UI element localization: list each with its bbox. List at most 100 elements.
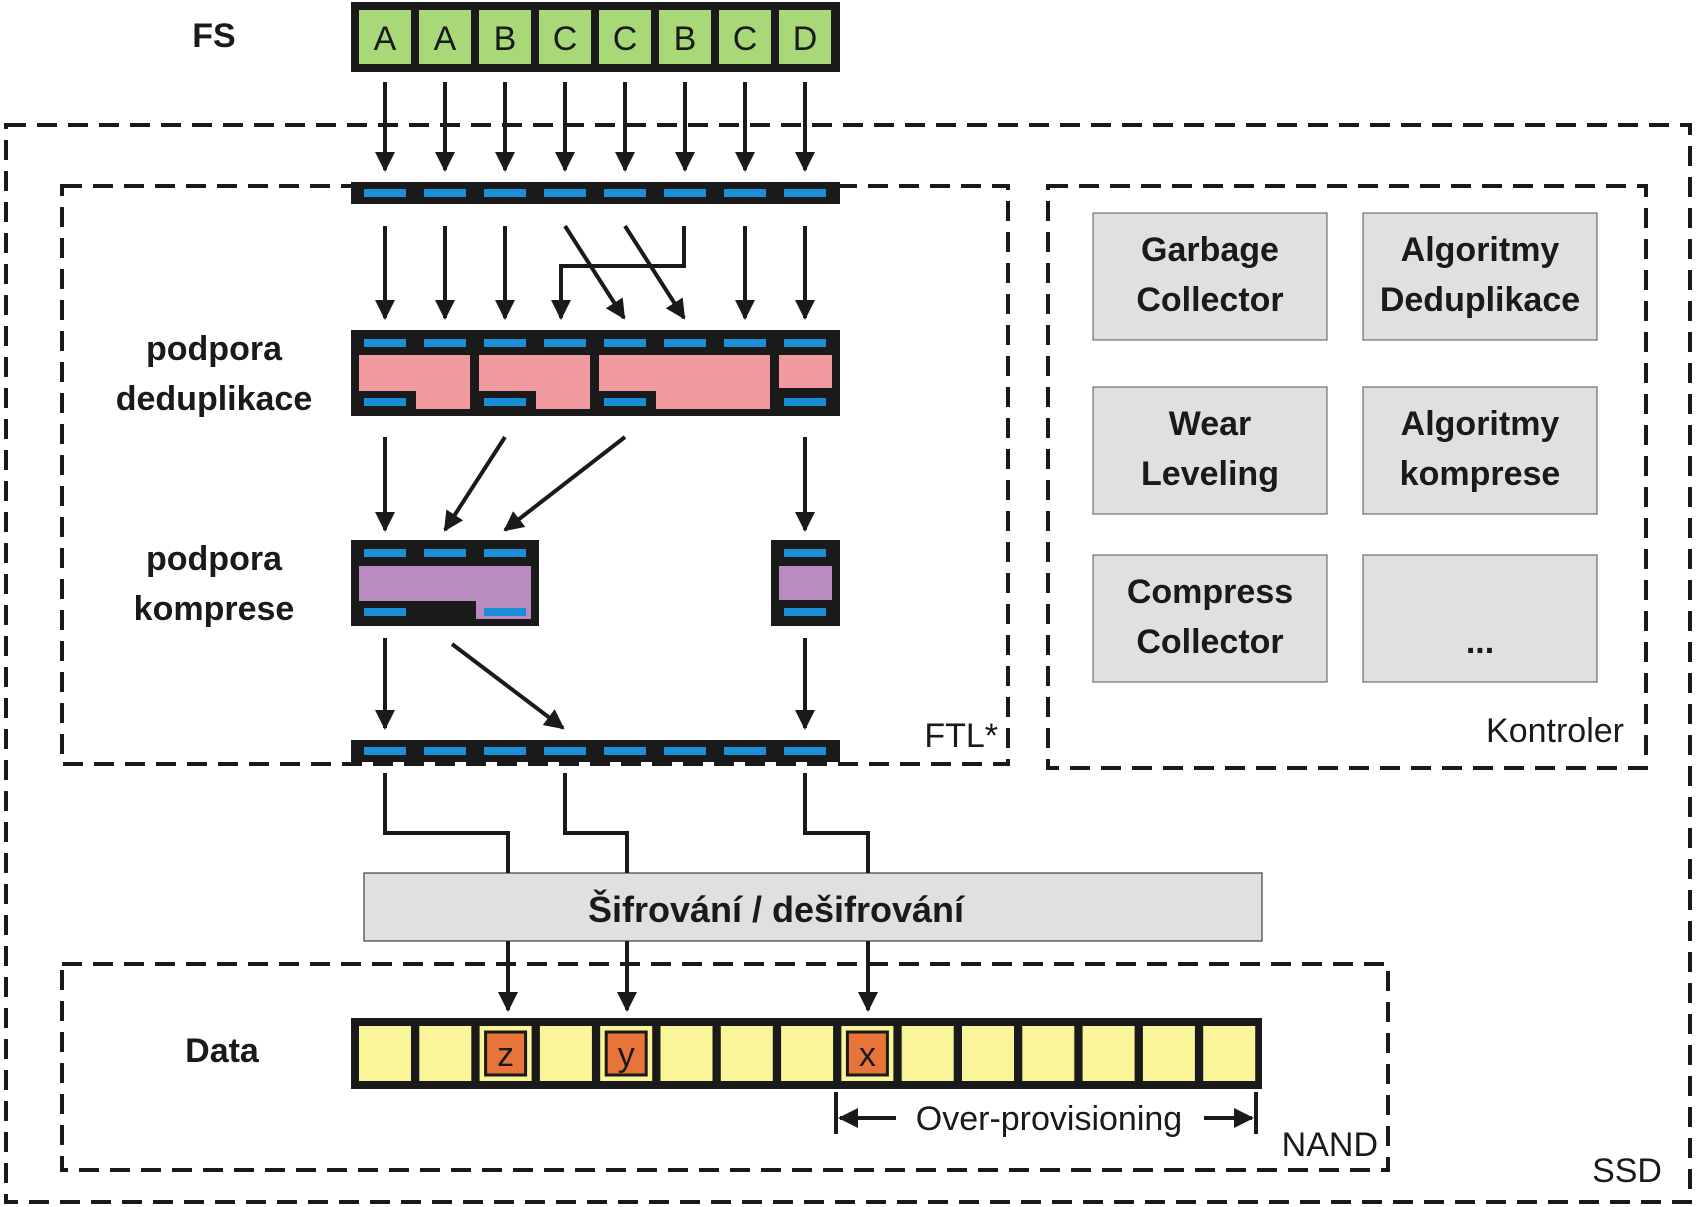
fs-block-letter: C <box>733 20 758 58</box>
fs-block <box>659 10 711 64</box>
controller-module-label: Leveling <box>1141 455 1279 493</box>
address-slot <box>364 189 406 197</box>
address-slot <box>784 747 826 755</box>
address-slot <box>364 608 406 616</box>
fs-block <box>539 10 591 64</box>
address-slot <box>784 189 826 197</box>
address-slot <box>364 549 406 557</box>
dedup-block-group <box>351 330 840 416</box>
controller-module-label: Algoritmy <box>1401 231 1560 269</box>
address-slot <box>604 189 646 197</box>
podpora-komprese-label-1: podpora <box>146 540 283 578</box>
podpora-komprese-label-2: komprese <box>134 590 295 628</box>
controller-module-box <box>1092 554 1328 683</box>
output-to-encryption-line <box>563 773 629 873</box>
nand-cell <box>1022 1026 1075 1081</box>
nand-written-page <box>845 1030 889 1077</box>
ftl-label: FTL* <box>924 717 998 755</box>
address-slot <box>364 398 406 406</box>
nand-label: NAND <box>1282 1126 1378 1164</box>
nand-cell <box>1082 1026 1135 1081</box>
controller-module-label: Garbage <box>1141 231 1279 269</box>
controller-module-label: Deduplikace <box>1380 281 1580 319</box>
fs-block <box>779 10 831 64</box>
ftl-output-slot-bar <box>351 740 840 762</box>
compress-slots <box>364 549 826 616</box>
address-slot <box>424 339 466 347</box>
controller-module-label: Algoritmy <box>1401 405 1560 443</box>
address-slot <box>544 339 586 347</box>
fs-block-letter: D <box>793 20 818 58</box>
fs-block <box>599 10 651 64</box>
address-slot <box>424 549 466 557</box>
controller-module-box <box>1362 212 1598 341</box>
encryption-bar <box>363 872 1263 942</box>
address-slot <box>664 339 706 347</box>
controller-module-label: komprese <box>1400 455 1561 493</box>
controller-module-label: Collector <box>1136 623 1283 661</box>
address-slot <box>604 398 646 406</box>
address-slot <box>724 339 766 347</box>
kontroler-label: Kontroler <box>1486 712 1624 750</box>
nand-cell <box>359 1026 411 1081</box>
address-slot <box>664 747 706 755</box>
controller-module-box <box>1362 554 1598 683</box>
nand-cell <box>781 1026 834 1081</box>
dedup-segment-4 <box>779 355 832 388</box>
dedup-cross-arrow <box>563 224 626 320</box>
ftl-container <box>60 184 1010 766</box>
ssd-container <box>4 123 1692 1204</box>
nand-container <box>60 962 1390 1172</box>
address-slot <box>784 549 826 557</box>
fs-block-letter: C <box>553 20 578 58</box>
address-slot <box>604 339 646 347</box>
fs-block <box>419 10 471 64</box>
controller-module-box <box>1092 386 1328 515</box>
address-slot <box>784 608 826 616</box>
controller-module-label: Wear <box>1169 405 1252 443</box>
controller-module-label: Collector <box>1136 281 1283 319</box>
nand-cell <box>720 1026 773 1081</box>
input-slot-bar-frame <box>351 182 840 204</box>
controller-module-box <box>1362 386 1598 515</box>
controller-module-label: ... <box>1466 623 1494 661</box>
address-slot <box>784 339 826 347</box>
address-slot <box>784 398 826 406</box>
nand-cell <box>1203 1026 1256 1081</box>
fs-block <box>479 10 531 64</box>
address-slot <box>364 747 406 755</box>
output-to-encryption-line <box>383 773 510 873</box>
address-slot <box>484 398 526 406</box>
address-slot <box>724 189 766 197</box>
address-slot <box>424 747 466 755</box>
dedup-cross-arrow <box>623 224 686 320</box>
address-slot <box>664 189 706 197</box>
nand-cell <box>901 1026 954 1081</box>
output-slot-bar-frame <box>351 740 840 762</box>
nand-cell <box>660 1026 713 1081</box>
fs-block-letter: C <box>613 20 638 58</box>
fs-label: FS <box>192 17 235 55</box>
nand-cell <box>419 1026 472 1081</box>
address-slot <box>364 339 406 347</box>
controller-modules: GarbageCollectorAlgoritmyDeduplikaceWear… <box>1092 212 1598 683</box>
address-slot <box>484 608 526 616</box>
dedup-top-slots <box>364 339 826 347</box>
fs-block <box>719 10 771 64</box>
fs-block-letter: B <box>674 20 697 58</box>
address-slot <box>724 747 766 755</box>
fs-block-letter: B <box>494 20 517 58</box>
dedup-bottom-slots <box>364 398 826 406</box>
output-to-encryption-line <box>803 773 870 873</box>
fs-block <box>359 10 411 64</box>
address-slot <box>424 189 466 197</box>
nand-cell <box>539 1026 592 1081</box>
nand-written-page <box>604 1030 648 1077</box>
podpora-deduplikace-label-1: podpora <box>146 330 283 368</box>
dedup-to-compress-arrow <box>503 435 627 532</box>
address-slot <box>544 747 586 755</box>
nand-cell <box>962 1026 1014 1081</box>
nand-page-letter: x <box>859 1036 876 1074</box>
controller-module-box <box>1092 212 1328 341</box>
address-slot <box>604 747 646 755</box>
